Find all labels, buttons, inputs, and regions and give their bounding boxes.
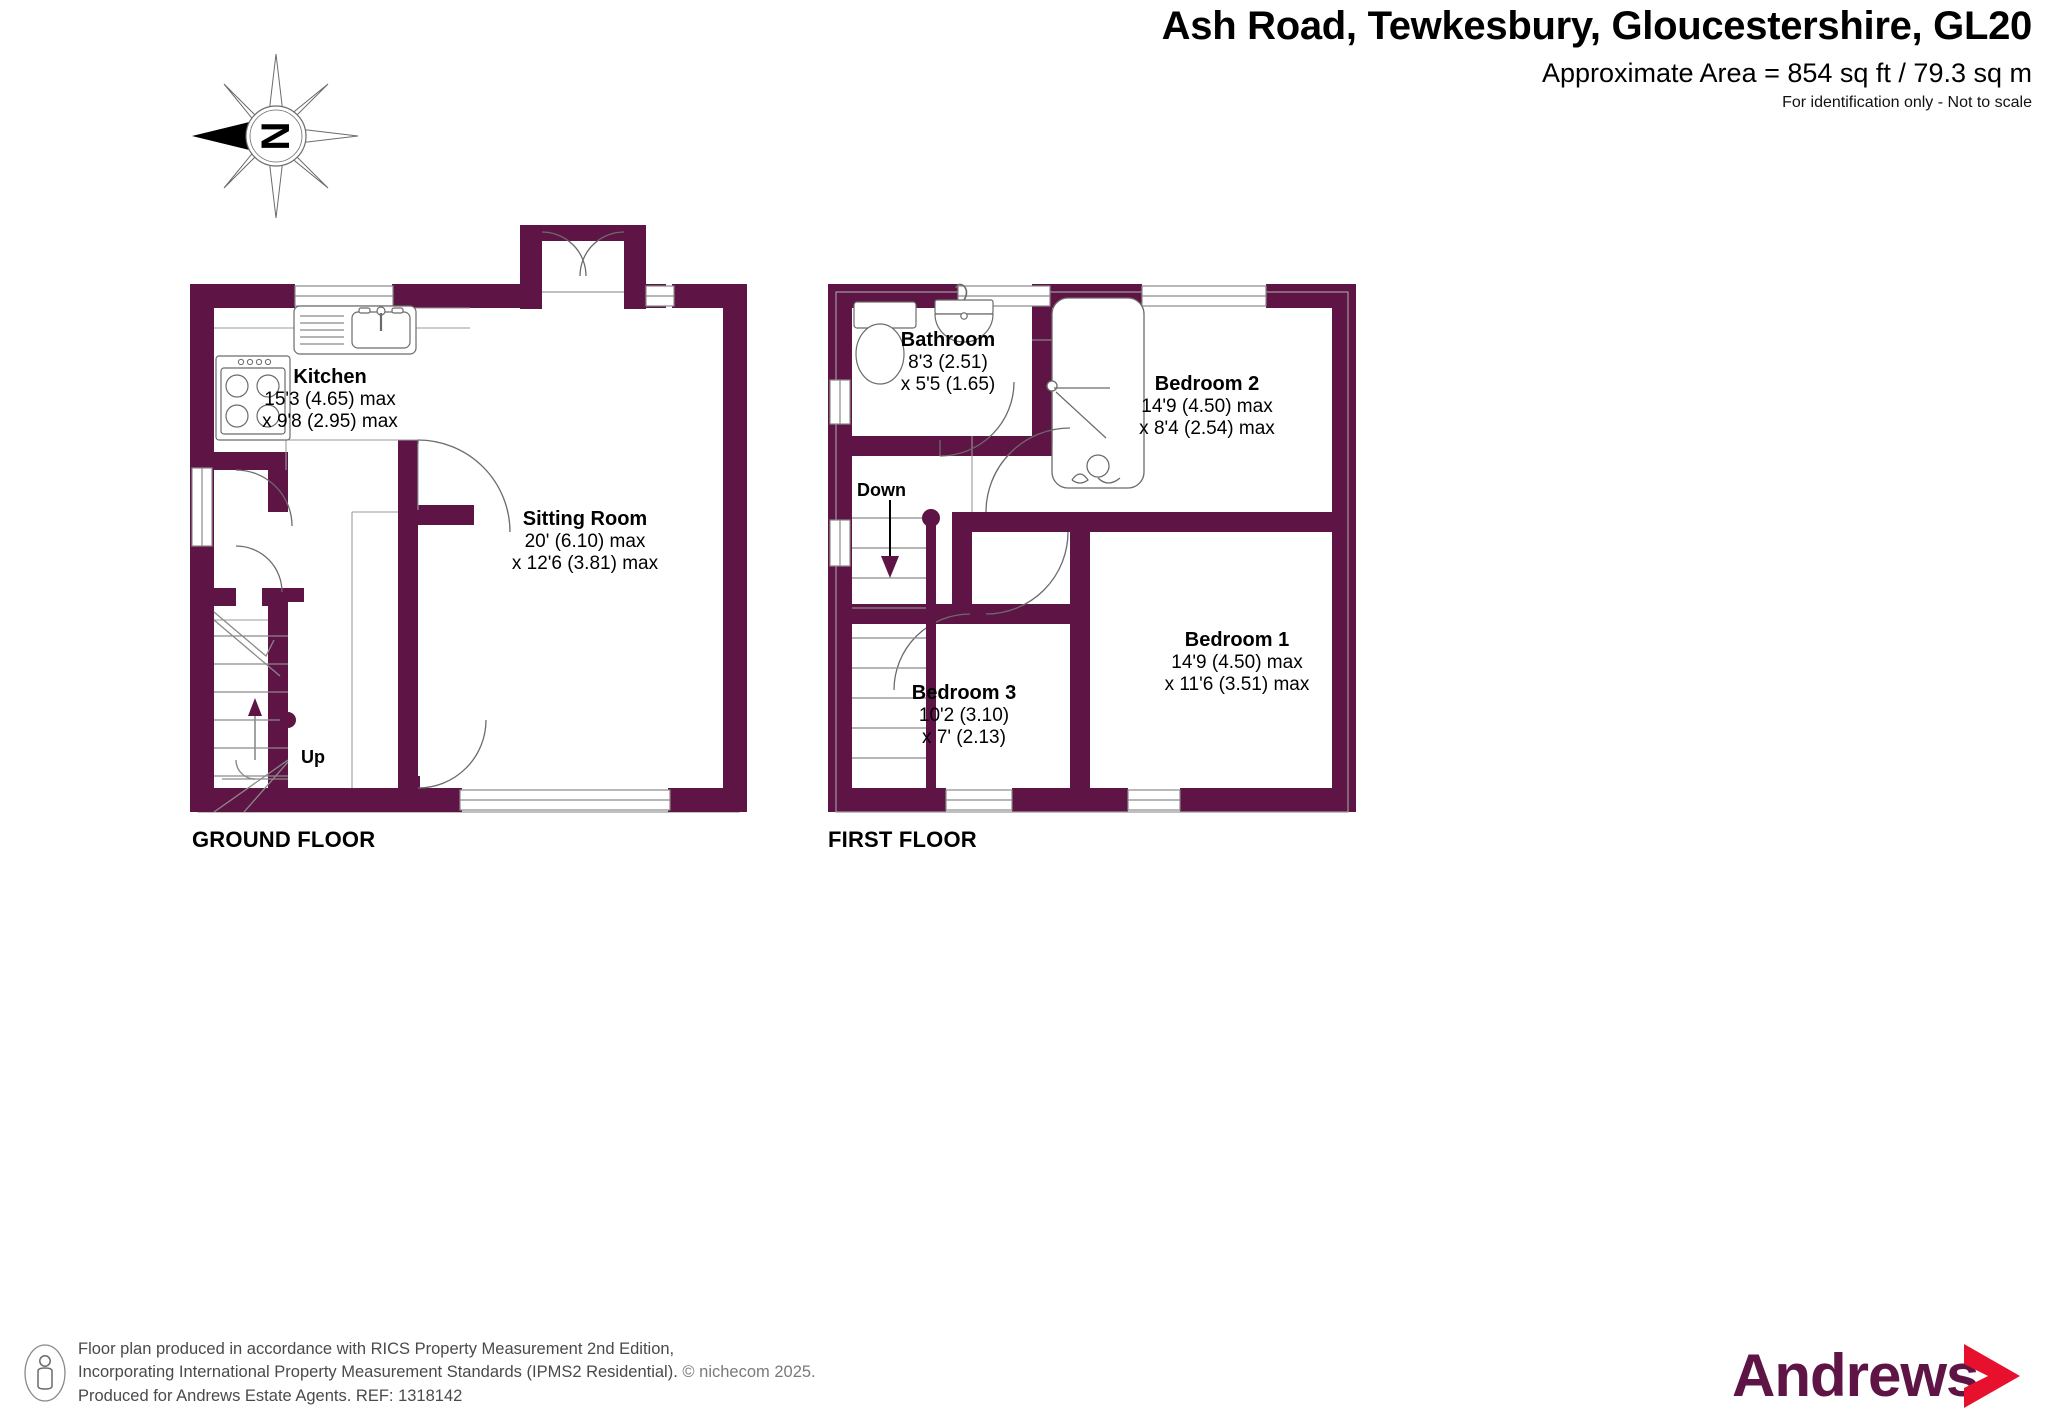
bedroom-3-dim-2: x 7' (2.13) (922, 727, 1006, 749)
kitchen-sink-icon (293, 305, 417, 355)
room-label-bedroom-2: Bedroom 2 14'9 (4.50) max x 8'4 (2.54) m… (1092, 373, 1322, 440)
room-label-sitting-room: Sitting Room 20' (6.10) max x 12'6 (3.81… (455, 508, 715, 575)
page-title: Ash Road, Tewkesbury, Gloucestershire, G… (1161, 4, 2033, 48)
sitting-room-dim-1: 20' (6.10) max (524, 531, 646, 553)
bedroom-1-name: Bedroom 1 (1184, 629, 1290, 651)
footer-line-1: Floor plan produced in accordance with R… (78, 1340, 675, 1358)
andrews-logo-text: Andrews (1732, 1342, 1978, 1409)
kitchen-dim-2: x 9'8 (2.95) max (262, 411, 398, 433)
andrews-logo: Andrews (1732, 1330, 2032, 1422)
ground-floor-plan (0, 0, 800, 860)
first-floor-plan (780, 0, 1480, 860)
identification-note: For identification only - Not to scale (1782, 94, 2032, 111)
footer: Floor plan produced in accordance with R… (24, 1338, 816, 1408)
bath-shower-icon (1046, 297, 1145, 489)
staircase-up (213, 611, 289, 813)
sitting-room-dim-2: x 12'6 (3.81) max (511, 553, 659, 575)
room-label-bedroom-1: Bedroom 1 14'9 (4.50) max x 11'6 (3.51) … (1112, 629, 1362, 696)
person-in-ellipse-icon (24, 1344, 66, 1402)
bedroom-3-dim-1: 10'2 (3.10) (918, 705, 1010, 727)
stair-direction-down-arrow (881, 500, 899, 578)
bedroom-1-dim-1: 14'9 (4.50) max (1171, 652, 1303, 674)
bedroom-2-dim-1: 14'9 (4.50) max (1141, 396, 1273, 418)
first-floor-title: FIRST FLOOR (828, 827, 977, 852)
stair-label-up: Up (301, 747, 325, 767)
bathroom-dim-2: x 5'5 (1.65) (900, 374, 996, 396)
chevron-right-icon (1964, 1344, 2020, 1408)
footer-line-3: Produced for Andrews Estate Agents. REF:… (78, 1386, 463, 1405)
bedroom-1-dim-2: x 11'6 (3.51) max (1164, 674, 1310, 696)
room-label-kitchen: Kitchen 15'3 (4.65) max x 9'8 (2.95) max (210, 366, 450, 433)
bedroom-2-dim-2: x 8'4 (2.54) max (1139, 418, 1275, 440)
footer-copyright: © nichecom 2025. (682, 1363, 816, 1382)
kitchen-name: Kitchen (293, 366, 367, 388)
stair-direction-up-arrow (222, 698, 296, 780)
sitting-room-name: Sitting Room (522, 508, 648, 530)
room-label-bathroom: Bathroom 8'3 (2.51) x 5'5 (1.65) (855, 329, 1041, 396)
wash-basin-icon (934, 283, 994, 343)
footer-line-2a: Incorporating International Property Mea… (78, 1363, 678, 1382)
ground-floor-title: GROUND FLOOR (192, 827, 376, 852)
footer-line-2: Incorporating International Property Mea… (78, 1361, 816, 1384)
compass-rose-icon: N (188, 48, 364, 224)
bathroom-dim-1: 8'3 (2.51) (908, 352, 988, 374)
compass-north-letter: N (254, 122, 298, 151)
cooker-hob-icon (215, 355, 291, 441)
stair-label-down: Down (857, 480, 906, 500)
staircase-down (852, 517, 928, 759)
bathroom-name: Bathroom (900, 329, 996, 351)
approximate-area-text: Approximate Area = 854 sq ft / 79.3 sq m (1541, 58, 2032, 88)
bedroom-3-name: Bedroom 3 (911, 682, 1017, 704)
bedroom-2-name: Bedroom 2 (1154, 373, 1260, 395)
room-label-bedroom-3: Bedroom 3 10'2 (3.10) x 7' (2.13) (845, 682, 1083, 749)
toilet-icon (853, 301, 917, 385)
kitchen-dim-1: 15'3 (4.65) max (264, 389, 396, 411)
